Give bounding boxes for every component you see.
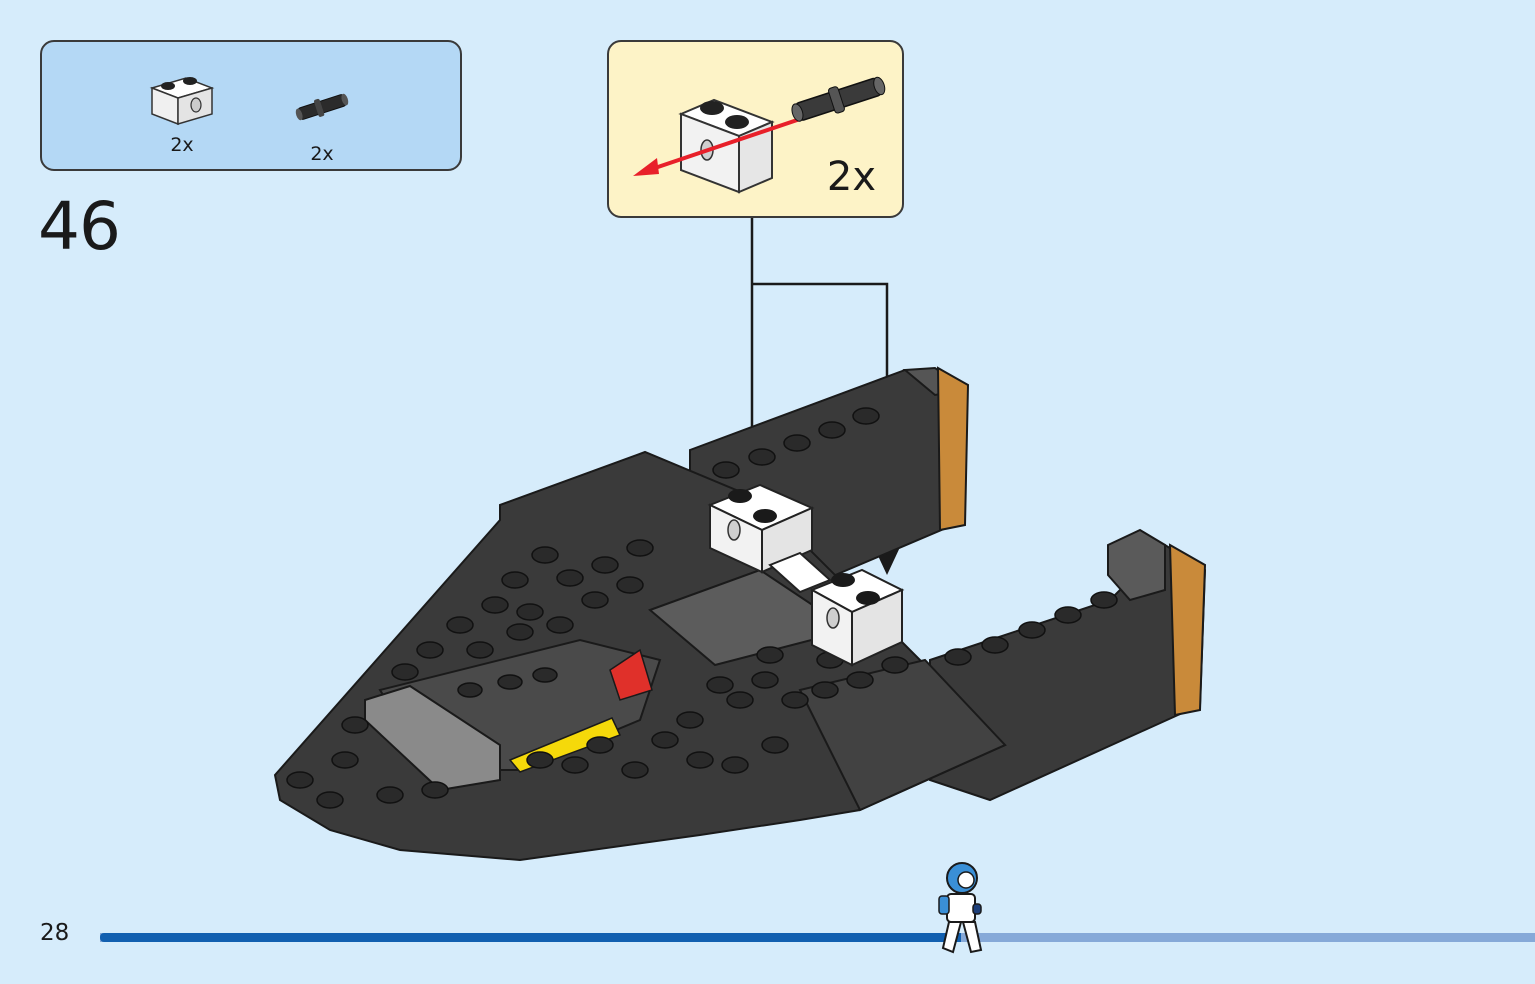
progress-bar	[100, 933, 1535, 942]
technic-pin-icon	[295, 93, 349, 121]
step-number: 46	[38, 188, 121, 265]
parts-list-item: 2x	[142, 66, 222, 156]
pin-insertion-illustration	[633, 76, 886, 194]
parts-list-box: 2x 2x	[40, 40, 462, 171]
callout-quantity: 2x	[826, 154, 876, 200]
progress-fill	[100, 933, 961, 942]
astronaut-progress-icon	[938, 862, 983, 954]
sub-assembly-callout: 2x	[607, 40, 904, 218]
part-quantity: 2x	[170, 134, 194, 156]
technic-brick-icon	[149, 77, 215, 126]
parts-list-item: 2x	[282, 87, 362, 165]
part-quantity: 2x	[310, 143, 334, 165]
page-number: 28	[40, 920, 70, 946]
